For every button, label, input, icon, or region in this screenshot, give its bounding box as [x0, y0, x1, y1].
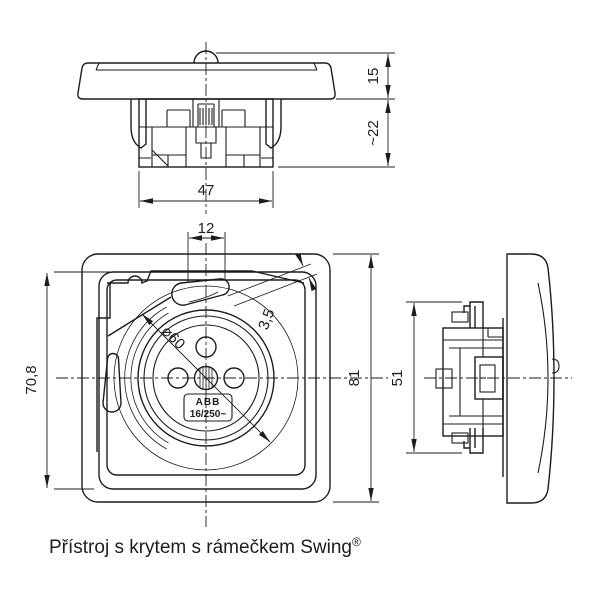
dimension-3-5: 3,5 [227, 252, 318, 332]
dim-12-label: 12 [198, 220, 215, 237]
dim-81-label: 81 [346, 370, 363, 387]
side-mechanism-detail [443, 328, 503, 436]
side-bottom-tab [451, 432, 469, 444]
caption-text: Přístroj s krytem s rámečkem Swing [49, 537, 352, 558]
rating-text: 16/250~ [190, 409, 227, 420]
abb-logo: ABB [196, 397, 221, 408]
side-bottom-claw [463, 428, 484, 454]
side-cover-profile [506, 253, 555, 504]
caption-registered-mark: ® [352, 535, 361, 549]
dimension-51: 51 [389, 301, 462, 454]
dimension-15-22: 15 ~22 [216, 52, 395, 168]
earth-pin [193, 365, 219, 391]
dim-15-label: 15 [365, 68, 382, 85]
side-view: 51 [389, 253, 572, 504]
dim-22-label: ~22 [365, 120, 382, 145]
front-top-slot [171, 278, 230, 306]
front-view: ⌀60 ABB 16/250~ 3,5 12 [23, 220, 388, 527]
dimension-12: 12 [187, 220, 226, 282]
dimension-47: 47 [138, 171, 274, 208]
front-cover-steps [96, 270, 305, 452]
front-cover-plate [98, 271, 317, 490]
dim-51-label: 51 [389, 370, 406, 387]
dimension-70-8: 70,8 [23, 271, 151, 490]
front-left-slot [102, 352, 122, 413]
side-left-tab [435, 368, 453, 389]
dim-47-label: 47 [198, 182, 215, 199]
dim-70-8-label: 70,8 [23, 365, 40, 394]
rating-plate [183, 393, 233, 422]
top-view-claws [130, 99, 282, 149]
socket-recess-circle [152, 324, 260, 432]
side-lid-bump [551, 358, 560, 374]
dim-3-5-label: 3,5 [255, 307, 278, 332]
top-view-frame-plate [77, 62, 336, 100]
dimension-81: 81 [333, 253, 379, 503]
side-top-tab [451, 311, 469, 323]
caption: Přístroj s krytem s rámečkem Swing® [49, 535, 361, 558]
top-view-frame-inner-line [95, 62, 318, 71]
side-cover-face-line [537, 282, 549, 474]
top-view: 47 15 ~22 [77, 42, 395, 214]
front-top-slot-depth [188, 291, 219, 303]
side-top-claw [463, 301, 484, 328]
